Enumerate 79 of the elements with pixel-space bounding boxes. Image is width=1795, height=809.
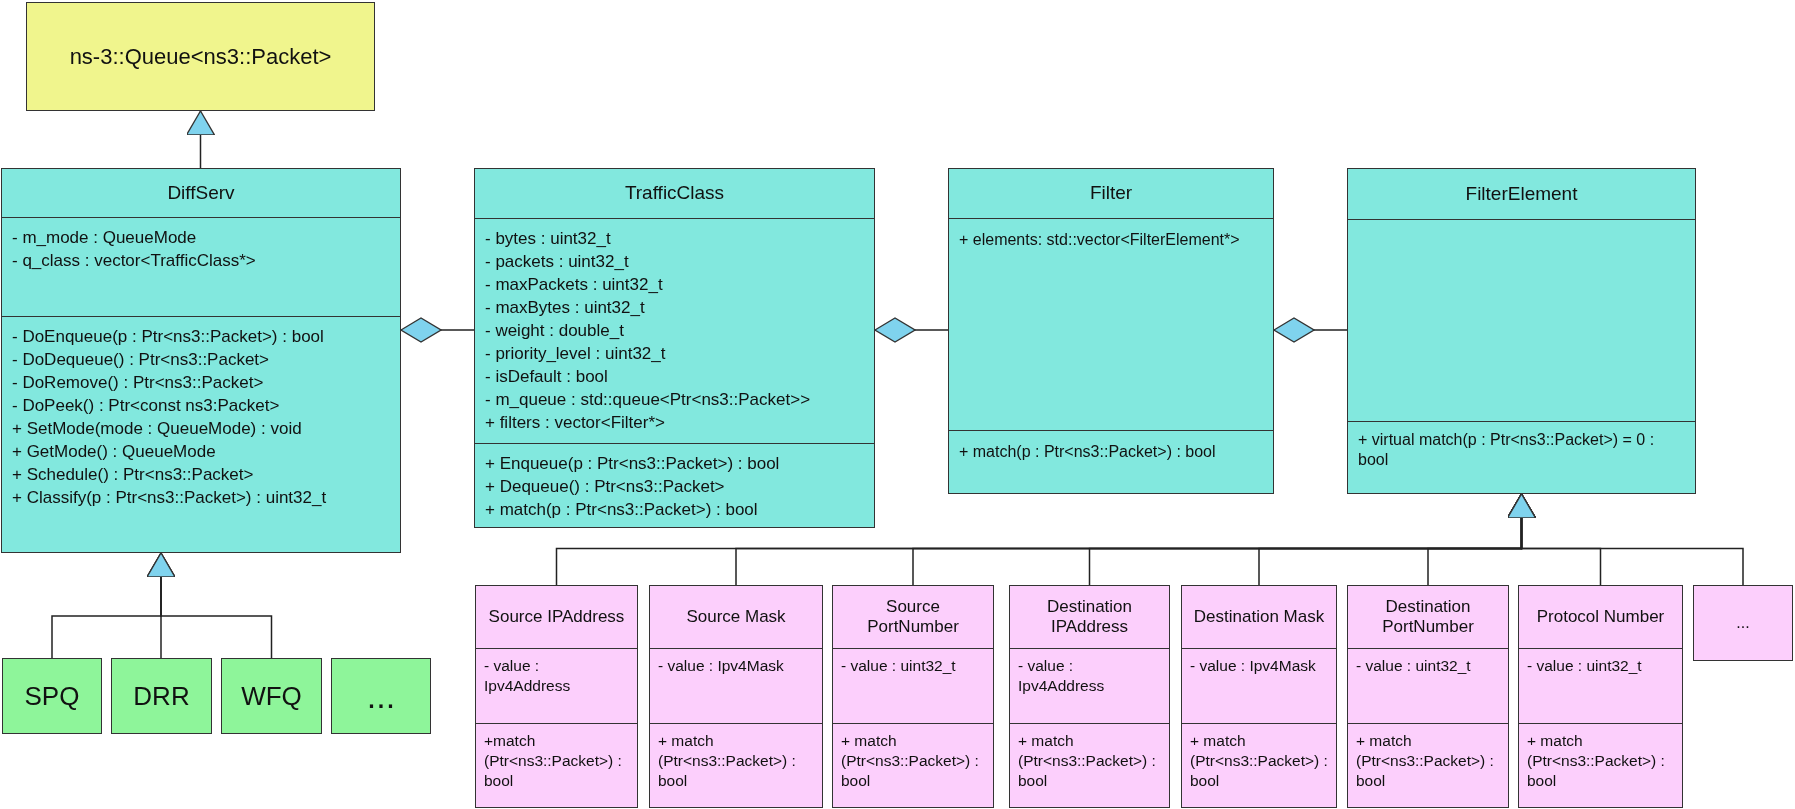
method-text: - DoDequeue() : Ptr<ns3::Packet>	[12, 349, 271, 371]
class-box	[475, 585, 638, 808]
class-box	[1693, 585, 1793, 661]
inheritance-arrow	[185, 110, 216, 169]
class-name: ...	[366, 676, 396, 716]
class-name: Destination Mask	[1193, 606, 1325, 628]
attribute-text: - value : Ipv4Mask	[658, 656, 785, 676]
class-box	[1347, 168, 1696, 494]
class-name: FilterElement	[1465, 182, 1578, 206]
class-name: DRR	[133, 680, 190, 712]
class-box	[1009, 585, 1170, 808]
method-text: + match (Ptr<ns3::Packet>) : bool	[1527, 731, 1666, 791]
class-box	[331, 658, 431, 734]
attribute-text: - value : Ipv4Mask	[1190, 656, 1317, 676]
method-text: + match (Ptr<ns3::Packet>) : bool	[1018, 731, 1157, 791]
class-box	[649, 585, 823, 808]
class-name: Filter	[1089, 182, 1133, 205]
inheritance-arrow	[1506, 493, 1744, 586]
aggregation-connector	[400, 317, 475, 343]
attribute-text: - isDefault : bool	[485, 366, 609, 388]
class-box	[1518, 585, 1683, 808]
class-name: Protocol Number	[1536, 606, 1665, 628]
attribute-text: - m_mode : QueueMode	[12, 227, 198, 249]
aggregation-connector	[874, 317, 949, 343]
attribute-text: + elements: std::vector<FilterElement*>	[959, 230, 1241, 250]
class-box	[1347, 585, 1509, 808]
class-box	[948, 168, 1274, 494]
attribute-text: - weight : double_t	[485, 320, 625, 342]
method-text: + SetMode(mode : QueueMode) : void	[12, 418, 303, 440]
method-text: + Enqueue(p : Ptr<ns3::Packet>) : bool	[485, 453, 781, 475]
class-name: TrafficClass	[624, 182, 725, 205]
attribute-text: - q_class : vector<TrafficClass*>	[12, 250, 257, 272]
attribute-text: + filters : vector<Filter*>	[485, 412, 666, 434]
class-box	[832, 585, 994, 808]
attribute-text: - value : Ipv4Address	[1018, 656, 1106, 696]
attribute-text: - bytes : uint32_t	[485, 228, 612, 250]
attribute-text: - value : uint32_t	[1527, 656, 1643, 676]
method-text: + Classify(p : Ptr<ns3::Packet>) : uint32_t	[12, 487, 328, 509]
method-text: + match (Ptr<ns3::Packet>) : bool	[1190, 731, 1328, 791]
class-name: Destination PortNumber	[1381, 596, 1475, 638]
class-box	[26, 2, 375, 111]
class-name: WFQ	[241, 680, 302, 712]
class-name: SPQ	[24, 680, 80, 712]
method-text: + GetMode() : QueueMode	[12, 441, 217, 463]
attribute-text: - maxPackets : uint32_t	[485, 274, 664, 296]
method-text: + match (Ptr<ns3::Packet>) : bool	[658, 731, 797, 791]
attribute-text: - maxBytes : uint32_t	[485, 297, 646, 319]
method-text: - DoEnqueue(p : Ptr<ns3::Packet>) : bool	[12, 326, 325, 348]
method-text: + match (Ptr<ns3::Packet>) : bool	[1356, 731, 1495, 791]
class-name: ns-3::Queue<ns3::Packet>	[69, 43, 332, 70]
class-box	[221, 658, 322, 734]
class-box	[111, 658, 212, 734]
attribute-text: - value : uint32_t	[1356, 656, 1472, 676]
attribute-text: - value : uint32_t	[841, 656, 957, 676]
attribute-text: - packets : uint32_t	[485, 251, 630, 273]
attribute-text: - m_queue : std::queue<Ptr<ns3::Packet>>	[485, 389, 812, 411]
method-text: + Dequeue() : Ptr<ns3::Packet>	[485, 476, 726, 498]
inheritance-arrow	[146, 552, 273, 659]
class-box	[2, 658, 102, 734]
aggregation-connector	[1273, 317, 1348, 343]
method-text: + match(p : Ptr<ns3::Packet>) : bool	[485, 499, 759, 521]
method-text: + match(p : Ptr<ns3::Packet>) : bool	[959, 442, 1217, 462]
class-name: DiffServ	[167, 181, 235, 205]
method-text: - DoPeek() : Ptr<const ns3:Packet>	[12, 395, 281, 417]
class-name: Source PortNumber	[866, 596, 960, 638]
method-text: + match (Ptr<ns3::Packet>) : bool	[841, 731, 980, 791]
method-text: + Schedule() : Ptr<ns3::Packet>	[12, 464, 255, 486]
class-box	[474, 168, 875, 528]
class-box	[1181, 585, 1337, 808]
attribute-text: - value : Ipv4Address	[484, 656, 572, 696]
class-name: Source Mask	[686, 606, 786, 628]
class-box	[1, 168, 401, 553]
method-text: +match (Ptr<ns3::Packet>) : bool	[484, 731, 623, 791]
attribute-text: - priority_level : uint32_t	[485, 343, 667, 365]
class-name: Destination IPAddress	[1045, 596, 1134, 638]
method-text: - DoRemove() : Ptr<ns3::Packet>	[12, 372, 265, 394]
class-name: ...	[1736, 614, 1750, 632]
class-name: Source IPAddress	[488, 606, 625, 628]
method-text: + virtual match(p : Ptr<ns3::Packet>) = 0 : bool	[1358, 430, 1656, 470]
